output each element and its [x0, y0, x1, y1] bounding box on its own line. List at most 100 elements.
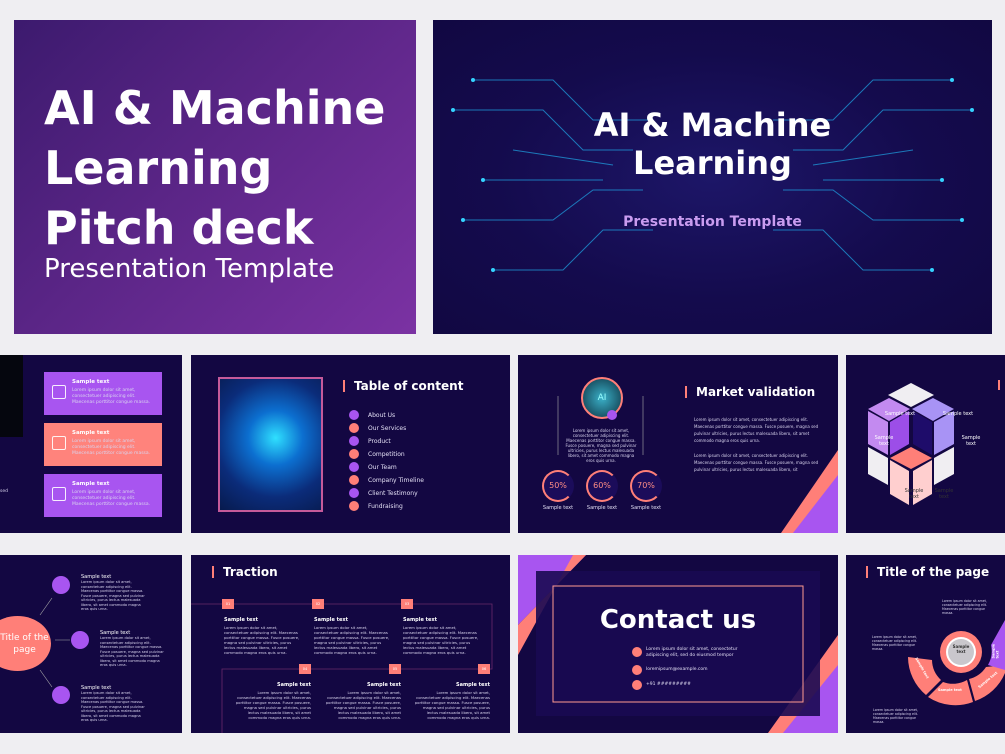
card-text: Lorem ipsum dolor sit amet, consectetuer…: [72, 388, 151, 405]
contact-address: Lorem ipsum dolor sit amet, consectetur …: [646, 647, 738, 658]
step-number: 06: [478, 664, 490, 674]
card-title: Sample text: [72, 430, 110, 436]
slide-title: Market validation: [685, 386, 815, 398]
email-icon: [632, 665, 642, 675]
title-line: AI & Machine: [593, 106, 832, 144]
ai-head-gear-image: [218, 377, 323, 512]
contact-phone[interactable]: +91 #########: [646, 682, 691, 687]
slide-title-pitch-deck[interactable]: AI & Machine Learning Pitch deck Present…: [14, 20, 416, 334]
slide-cycle-diagram[interactable]: Title of the page Sample text Sample tex…: [846, 555, 1005, 733]
item-title: Sample text: [81, 574, 112, 580]
step-number: 05: [389, 664, 401, 674]
hero-subtitle: Presentation Template: [44, 254, 335, 284]
slide-market-validation[interactable]: AI Lorem ipsum dolor sit amet, consectet…: [518, 355, 838, 533]
slide-title: Traction: [212, 566, 278, 578]
step-number: 04: [299, 664, 311, 674]
item-text: Lorem ipsum dolor sit amet, consectetuer…: [100, 636, 164, 667]
contact-email[interactable]: loremipsum@example.com: [646, 667, 708, 672]
step-text: Lorem ipsum dolor sit amet, consectetuer…: [314, 625, 390, 655]
gear-icon: [52, 385, 66, 399]
toc-label: Product: [368, 438, 391, 445]
route-icon: [52, 576, 70, 594]
hexagon-cube-graphic: [868, 383, 954, 505]
slide-title: Title of the page: [866, 566, 989, 578]
hero-subtitle: Presentation Template: [623, 214, 802, 230]
accent-dot: [607, 410, 617, 420]
cycle-arrows-graphic: [908, 620, 1005, 706]
slide-title-circuit[interactable]: AI & Machine Learning Presentation Templ…: [433, 20, 992, 334]
step-title: Sample text: [314, 617, 349, 623]
location-icon: [632, 647, 642, 657]
decor-triangles: [557, 396, 838, 533]
step-title: Sample text: [224, 617, 259, 623]
contact-title: Contact us: [599, 605, 757, 635]
cycle-center-label: Sample text: [952, 644, 970, 654]
title-accent-bar: [998, 380, 1000, 390]
step-number: 01: [222, 599, 234, 609]
money-search-icon: [52, 686, 70, 704]
stat-ring-60: 60%: [586, 470, 618, 502]
image-placeholder: [0, 355, 23, 437]
title-line: Learning: [633, 144, 792, 182]
hex-label: Sample text: [884, 411, 916, 417]
stat-ring-70: 70%: [630, 470, 662, 502]
partial-text: sed: [0, 489, 8, 494]
hex-label: Sample text: [942, 411, 974, 417]
center-title: Title of the page: [0, 633, 49, 655]
hex-label: Sample text: [874, 435, 894, 447]
item-text: Lorem ipsum dolor sit amet, consectetuer…: [81, 691, 145, 722]
segment-label: Sample text: [991, 643, 1000, 659]
card-text: Lorem ipsum dolor sit amet, consectetuer…: [72, 439, 151, 456]
hex-label: Sample text: [961, 435, 981, 447]
hero-title: AI & Machine Learning: [433, 106, 992, 182]
paragraph: Lorem ipsum dolor sit amet, consectetuer…: [694, 417, 819, 443]
item-text: Lorem ipsum dolor sit amet, consectetuer…: [81, 580, 145, 611]
toc-label: Our Services: [368, 425, 407, 432]
slide-contact-us[interactable]: Contact us: [518, 555, 838, 733]
step-number: 02: [312, 599, 324, 609]
step-text: Lorem ipsum dolor sit amet, consectetuer…: [403, 625, 479, 655]
stat-ring-50: 50%: [542, 470, 574, 502]
market-description: Lorem ipsum dolor sit amet, consectetuer…: [565, 428, 637, 463]
step-text: Lorem ipsum dolor sit amet, consectetuer…: [235, 690, 311, 720]
item-title: Sample text: [100, 630, 131, 636]
stat-label: Sample text: [630, 505, 662, 511]
slide-hexagon-cube[interactable]: Sample text Sample text Sample text Samp…: [846, 355, 1005, 533]
podium-icon: [52, 487, 66, 501]
step-number: 03: [401, 599, 413, 609]
item-title: Sample text: [81, 685, 112, 691]
hex-label: Sample text: [934, 488, 954, 500]
circuit-lines-graphic: [451, 78, 974, 272]
step-text: Lorem ipsum dolor sit amet, consectetuer…: [414, 690, 490, 720]
toc-label: About Us: [368, 412, 396, 419]
card-title: Sample text: [72, 481, 110, 487]
toc-label: Company Timeline: [368, 477, 424, 484]
timeline-lines: [191, 603, 493, 733]
toc-label: Competition: [368, 451, 405, 458]
segment-label: Sample text: [938, 688, 962, 692]
slide-title: Table of content: [343, 380, 463, 392]
image-label: AI: [597, 393, 607, 403]
phone-icon: [632, 680, 642, 690]
hero-title: AI & Machine Learning Pitch deck: [44, 78, 385, 258]
step-text: Lorem ipsum dolor sit amet, consectetuer…: [224, 625, 300, 655]
bullet-list: Lorem ipsum dolor sit amet, consectetuer…: [942, 599, 987, 615]
card-title: Sample text: [72, 379, 110, 385]
bullet-list: Lorem ipsum dolor sit amet, consectetuer…: [872, 635, 917, 651]
devices-icon: [52, 436, 66, 450]
title-line: Learning: [44, 141, 273, 195]
toc-label: Client Testimony: [368, 490, 418, 497]
